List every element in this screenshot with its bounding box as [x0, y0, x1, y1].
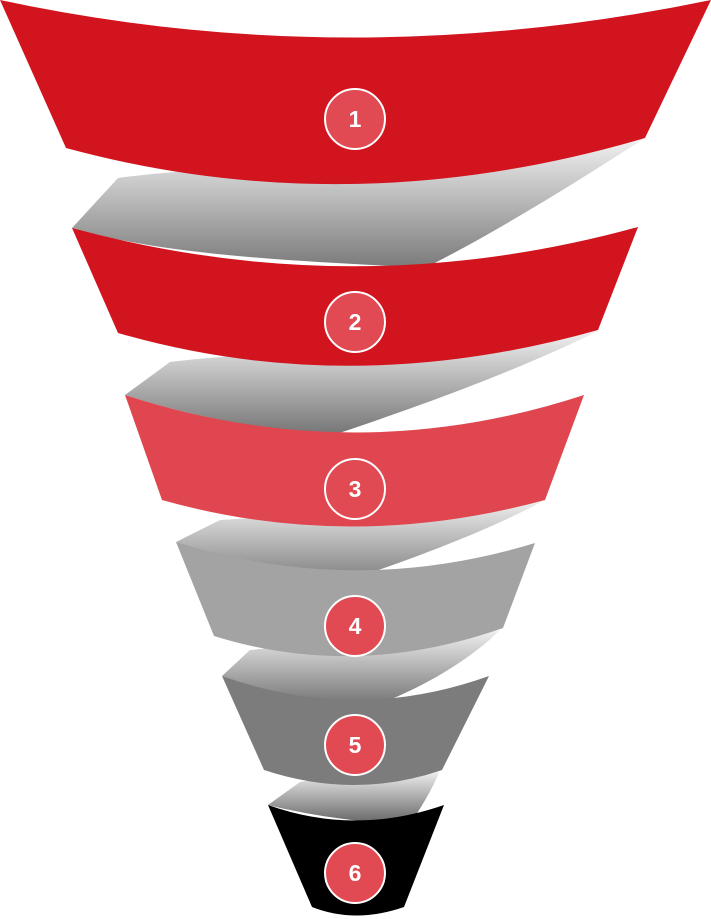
stage-badge-2: 2: [324, 291, 386, 353]
badge-circle: [324, 458, 386, 520]
badge-circle: [324, 842, 386, 904]
stage-number: 2: [349, 309, 362, 335]
stage-badge-3: 3: [324, 458, 386, 520]
badges: 1 2 3 4 5 6: [324, 88, 386, 904]
stage-number: 6: [349, 860, 362, 886]
stage-badge-1: 1: [324, 88, 386, 150]
stage-badge-4: 4: [324, 595, 386, 657]
stage-number: 3: [349, 476, 362, 502]
ribbon-5-6: [268, 770, 440, 826]
stage-badge-6: 6: [324, 842, 386, 904]
stage-number: 1: [349, 106, 362, 132]
badge-circle: [324, 595, 386, 657]
badge-circle: [324, 291, 386, 353]
stage-number: 5: [349, 732, 362, 758]
stage-number: 4: [349, 613, 362, 639]
stage-badge-5: 5: [324, 714, 386, 776]
badge-circle: [324, 714, 386, 776]
badge-circle: [324, 88, 386, 150]
